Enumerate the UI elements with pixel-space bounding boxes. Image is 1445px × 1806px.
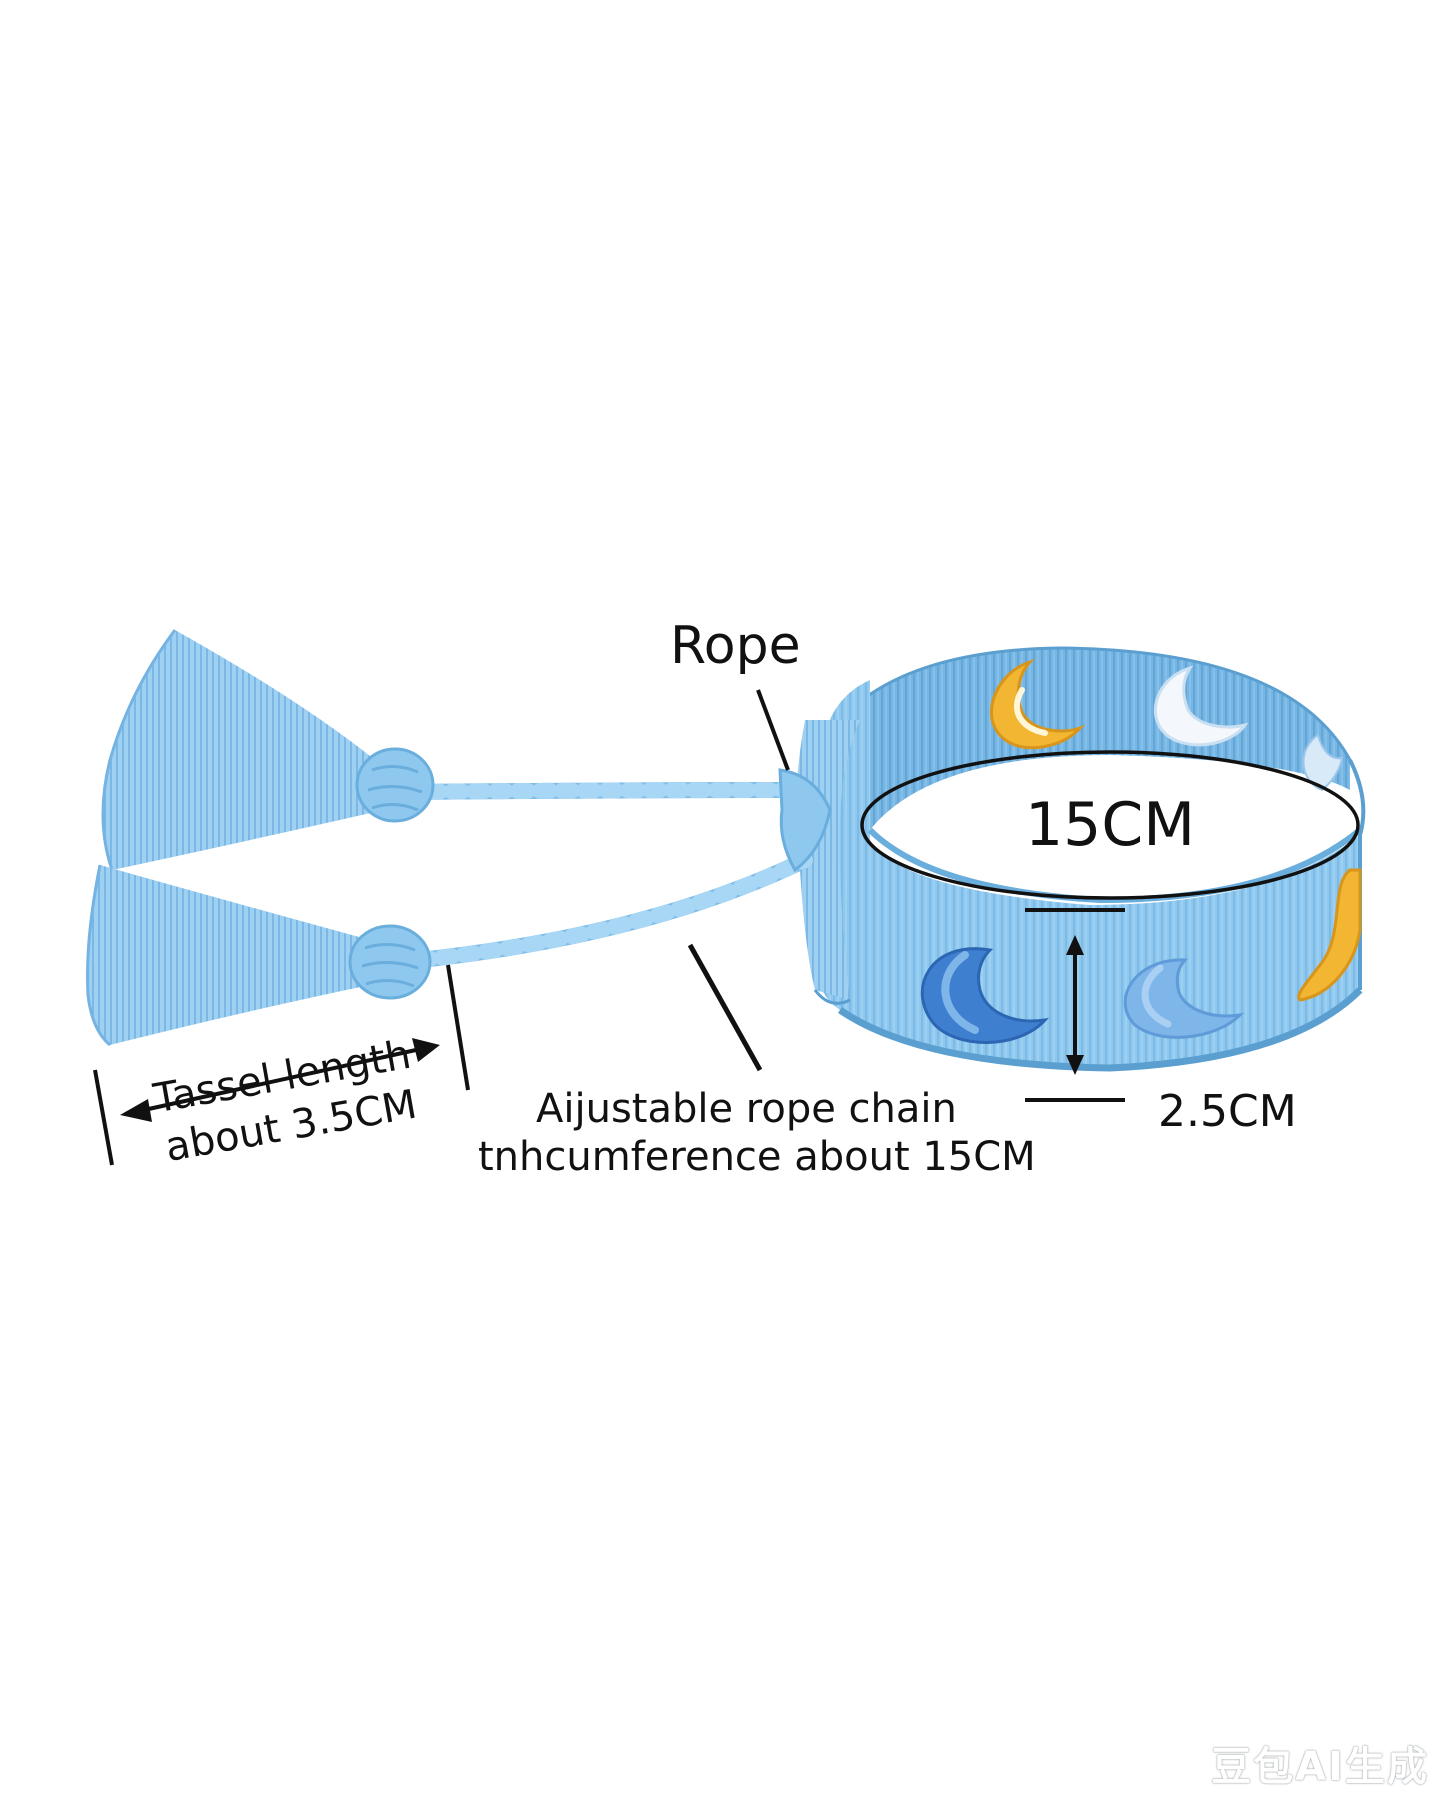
band-inner-back — [838, 646, 1352, 830]
rope-chain-label: Aijustable rope chain tnhcumference abou… — [478, 1085, 1036, 1181]
rope-upper — [400, 782, 803, 800]
rope-label: Rope — [670, 616, 801, 676]
tassel-upper — [101, 629, 435, 871]
moon-icon — [989, 658, 1085, 750]
chain-leader-line — [687, 943, 763, 1072]
rope-knot — [778, 768, 832, 873]
width-dimension-marker — [1025, 908, 1125, 1102]
moon-icon — [1153, 665, 1249, 747]
tassel-dimension-marker — [93, 964, 470, 1166]
chain-label-line1: Aijustable rope chain — [536, 1086, 957, 1132]
chain-label-line2: tnhcumference about 15CM — [478, 1134, 1036, 1180]
width-label: 2.5CM — [1158, 1086, 1297, 1137]
circumference-ellipse — [860, 750, 1360, 900]
moon-icon — [1123, 958, 1245, 1039]
rope-leader-line — [756, 689, 790, 771]
rope-lower — [412, 852, 813, 968]
moon-icon — [920, 947, 1049, 1044]
tassel-lower — [86, 864, 432, 1047]
circumference-label: 15CM — [1025, 790, 1196, 860]
watermark: 豆包AI生成 — [1211, 1744, 1429, 1790]
moon-icon — [1297, 868, 1362, 1002]
moon-icon — [1302, 733, 1344, 792]
